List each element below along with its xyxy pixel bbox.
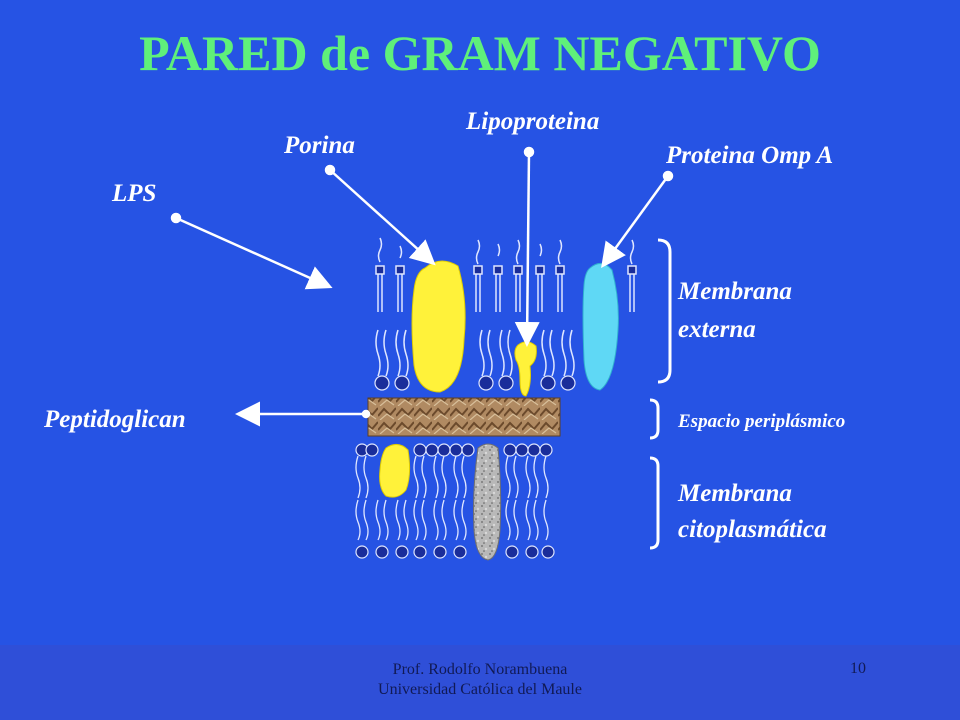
footer-bar — [0, 645, 960, 720]
region-brackets — [649, 238, 672, 550]
peptidoglycan-layer — [367, 397, 561, 437]
pointer-arrows — [170, 146, 674, 427]
porina-arrow — [329, 169, 436, 266]
cytoplasmic-membrane-lower-heads — [355, 545, 555, 559]
footer-institution: Universidad Católica del Maule — [378, 681, 582, 698]
outer-membrane-lipid-heads — [374, 375, 576, 391]
label-peptidoglican: Peptidoglican — [44, 406, 186, 433]
footer-credits: Prof. Rodolfo Norambuena Universidad Cat… — [300, 660, 660, 700]
membrana-externa-bracket — [657, 238, 672, 384]
cytoplasmic-grey-protein — [473, 443, 502, 561]
page-number: 10 — [850, 660, 866, 677]
label-membrana-externa-line2: externa — [678, 316, 756, 343]
label-membrana-citoplasmatica-line1: Membrana — [678, 480, 792, 507]
cytoplasmic-membrane-tails — [355, 455, 549, 541]
porin-protein — [411, 260, 466, 393]
slide-title: PARED de GRAM NEGATIVO — [139, 25, 821, 81]
label-porina: Porina — [284, 132, 355, 159]
membrana-citoplasmatica-bracket — [649, 456, 660, 550]
omp-a-arrow — [601, 175, 670, 269]
label-membrana-citoplasmatica-line2: citoplasmática — [678, 516, 827, 543]
espacio-periplasmico-bracket — [649, 398, 660, 440]
outer-membrane-inner-leaflet — [375, 329, 575, 377]
lipoprotein — [514, 341, 537, 397]
lipoproteina-arrow — [514, 151, 540, 347]
lps-arrow — [175, 216, 333, 290]
label-membrana-externa-line1: Membrana — [678, 278, 792, 305]
gram-negative-wall-diagram — [170, 146, 674, 561]
omp-a-protein — [582, 263, 619, 391]
footer-author: Prof. Rodolfo Norambuena — [392, 661, 568, 678]
label-proteina-omp-a: Proteina Omp A — [666, 142, 834, 169]
cytoplasmic-yellow-protein — [379, 444, 411, 498]
lps-outer-leaflet — [375, 237, 637, 312]
label-lps: LPS — [112, 180, 157, 207]
label-espacio-periplasmico: Espacio periplásmico — [678, 411, 846, 432]
cytoplasmic-membrane-upper-heads — [355, 443, 553, 457]
label-lipoproteina: Lipoproteina — [466, 108, 600, 135]
